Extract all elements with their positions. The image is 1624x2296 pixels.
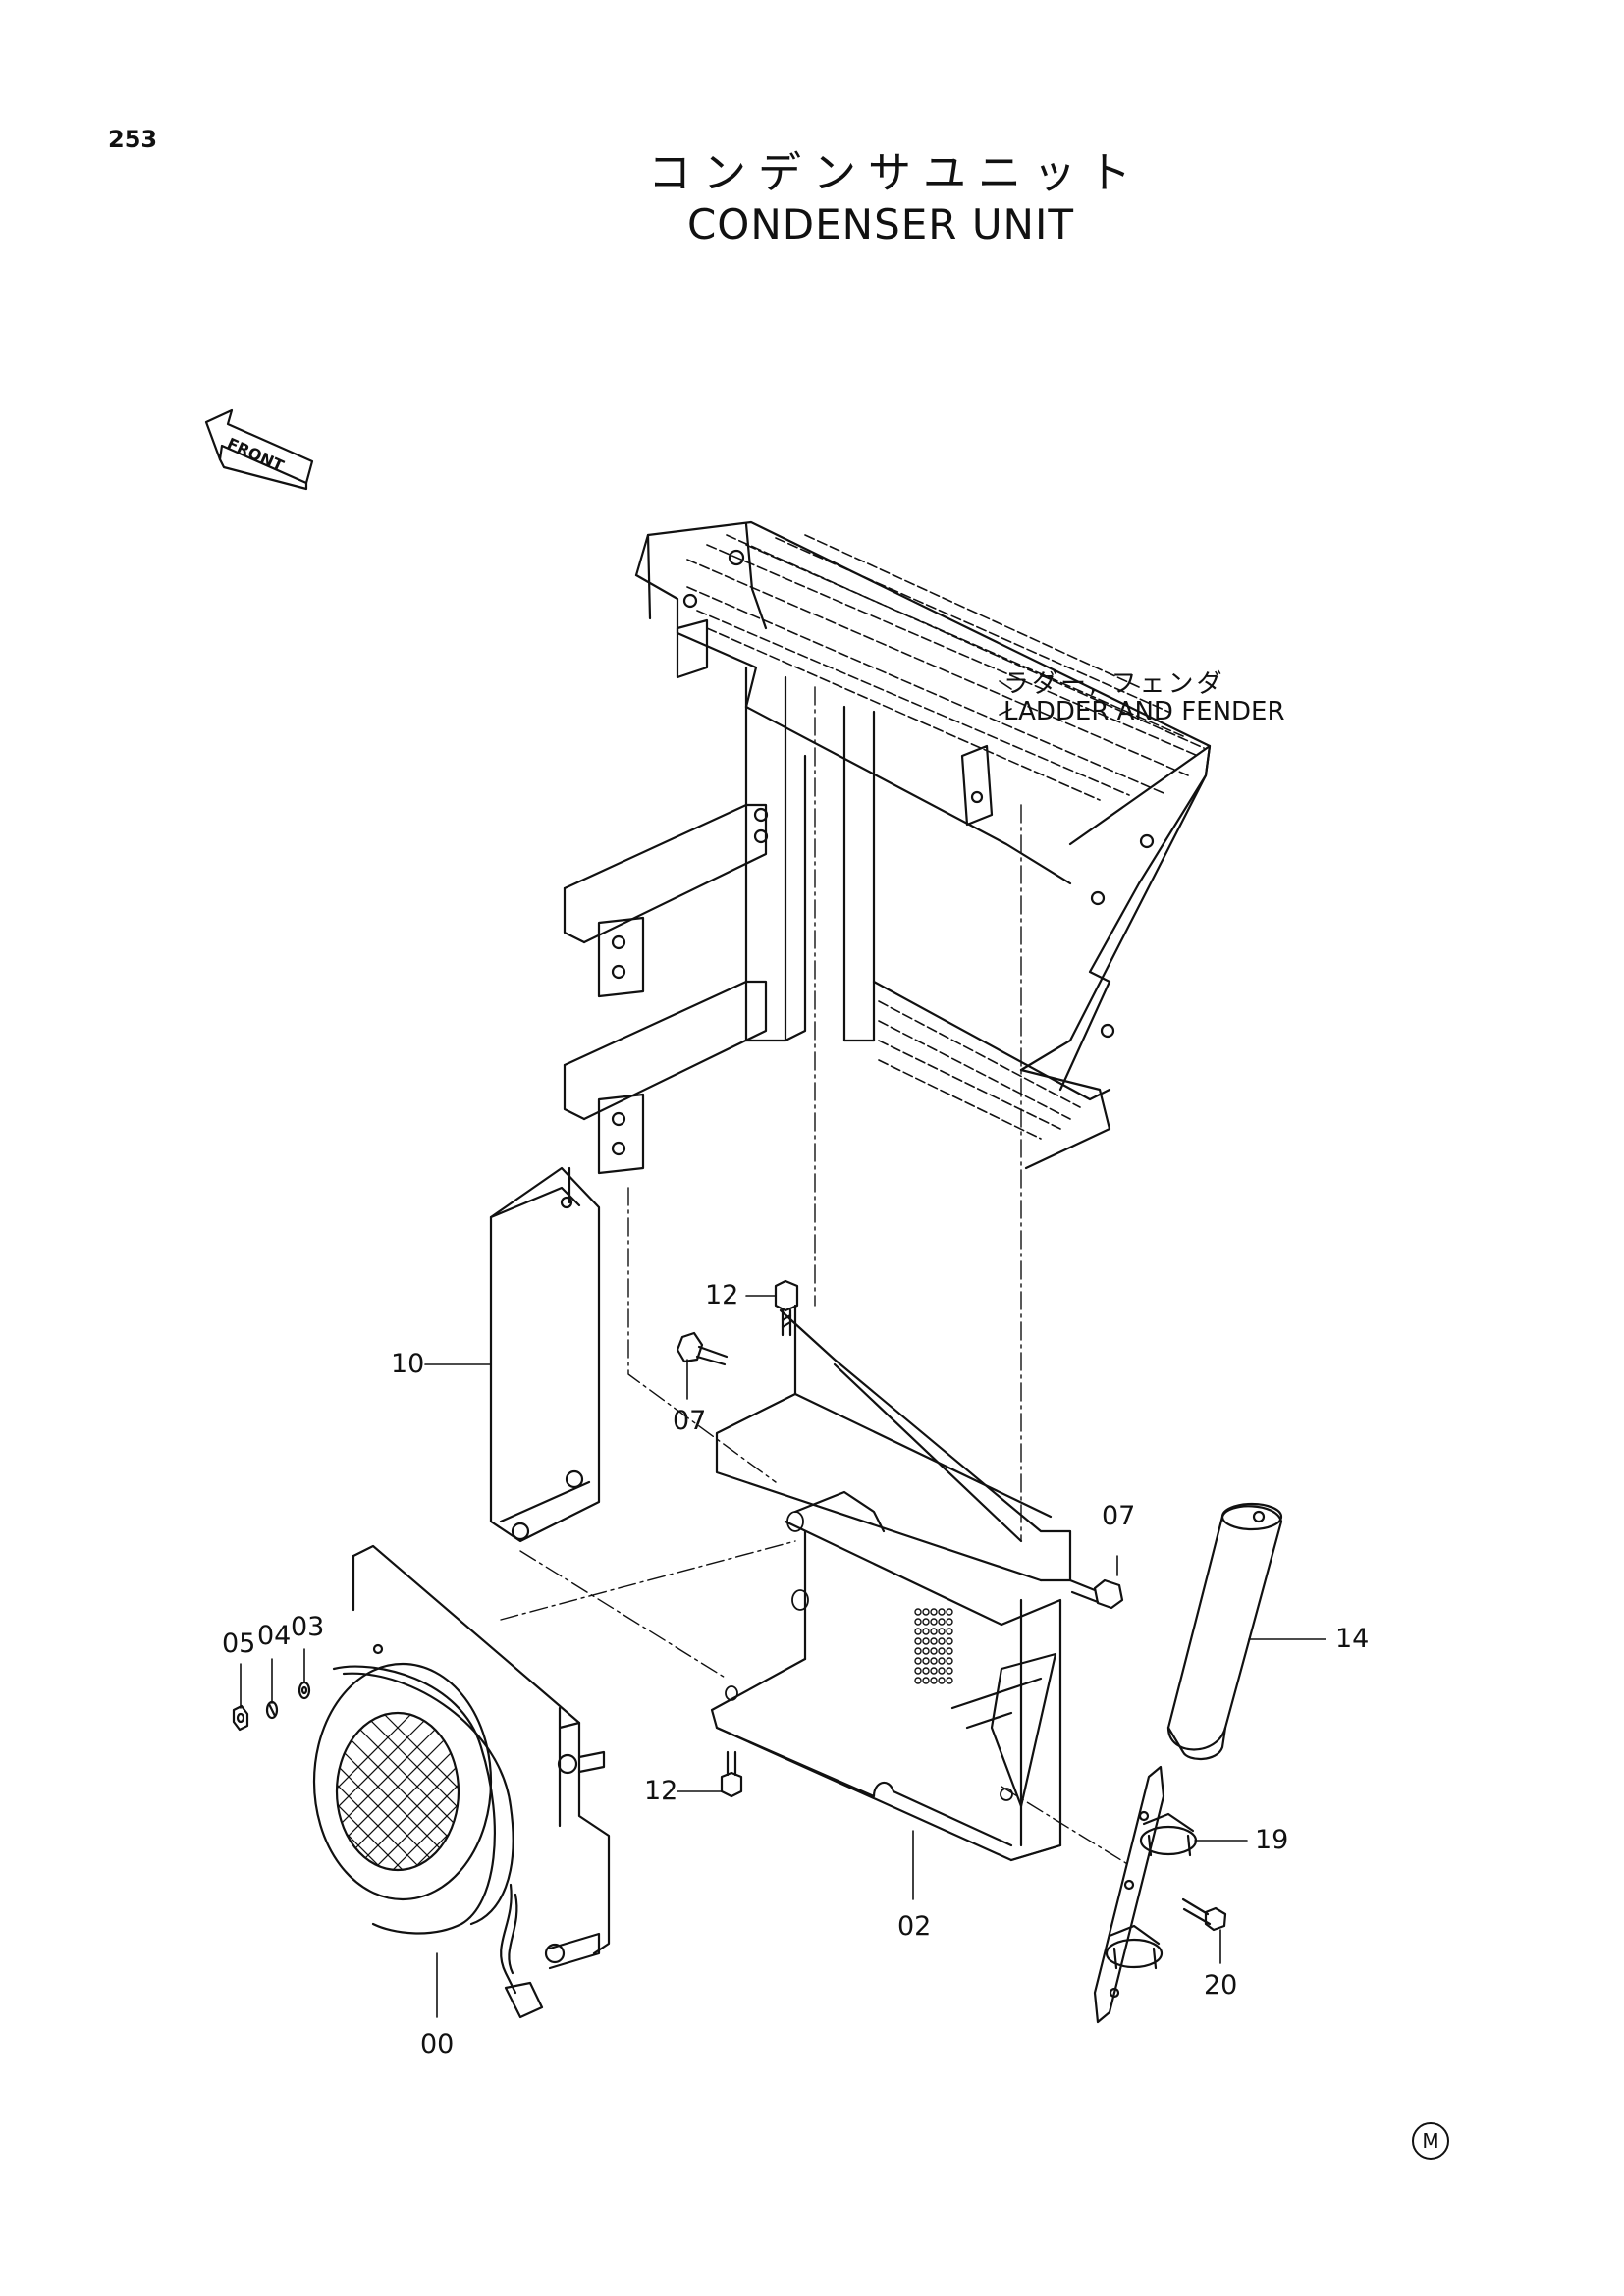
part-03-washer: [298, 1681, 311, 1700]
page-number: 253: [108, 126, 158, 153]
callout-02[interactable]: 02: [897, 1911, 932, 1942]
page-title-japanese: コンデンサユニット: [648, 148, 1143, 198]
callout-12-lower[interactable]: 12: [644, 1776, 678, 1806]
callout-00[interactable]: 00: [420, 2029, 455, 2059]
callout-14[interactable]: 14: [1335, 1624, 1370, 1654]
part-14-receiver-drier: [1166, 1502, 1283, 1760]
callout-07-right[interactable]: 07: [1102, 1501, 1136, 1531]
bolt-20: [1181, 1897, 1227, 1932]
model-mark: M: [1412, 2122, 1449, 2160]
part-04-spring-washer: [265, 1700, 279, 1720]
callout-10[interactable]: 10: [391, 1349, 425, 1379]
callout-12-upper[interactable]: 12: [705, 1280, 739, 1310]
front-arrow-icon: [204, 408, 314, 491]
bolt-07-right: [1068, 1578, 1124, 1610]
reference-label: LADDER AND FENDER: [1003, 697, 1285, 726]
part-00-condenser: [312, 1544, 611, 2019]
ladder-and-fender: [563, 520, 1212, 1175]
callout-03[interactable]: 03: [291, 1612, 325, 1642]
part-05-nut: [232, 1704, 249, 1732]
callout-04[interactable]: 04: [257, 1621, 292, 1651]
bolt-12-bottom: [720, 1750, 743, 1798]
callout-05[interactable]: 05: [222, 1629, 256, 1659]
callout-20[interactable]: 20: [1204, 1970, 1238, 2001]
part-10-bracket: [489, 1166, 601, 1543]
callout-19[interactable]: 19: [1255, 1825, 1289, 1855]
callout-07-left[interactable]: 07: [673, 1406, 707, 1436]
part-02-support-frame: [710, 1304, 1072, 1862]
bolt-07-left: [676, 1331, 729, 1366]
reference-label-japanese: ラダー, フェンダ: [1003, 669, 1225, 699]
bolt-12-top: [774, 1279, 799, 1337]
part-19-clamp-bracket: [1093, 1765, 1198, 2024]
page-title: CONDENSER UNIT: [686, 200, 1075, 248]
